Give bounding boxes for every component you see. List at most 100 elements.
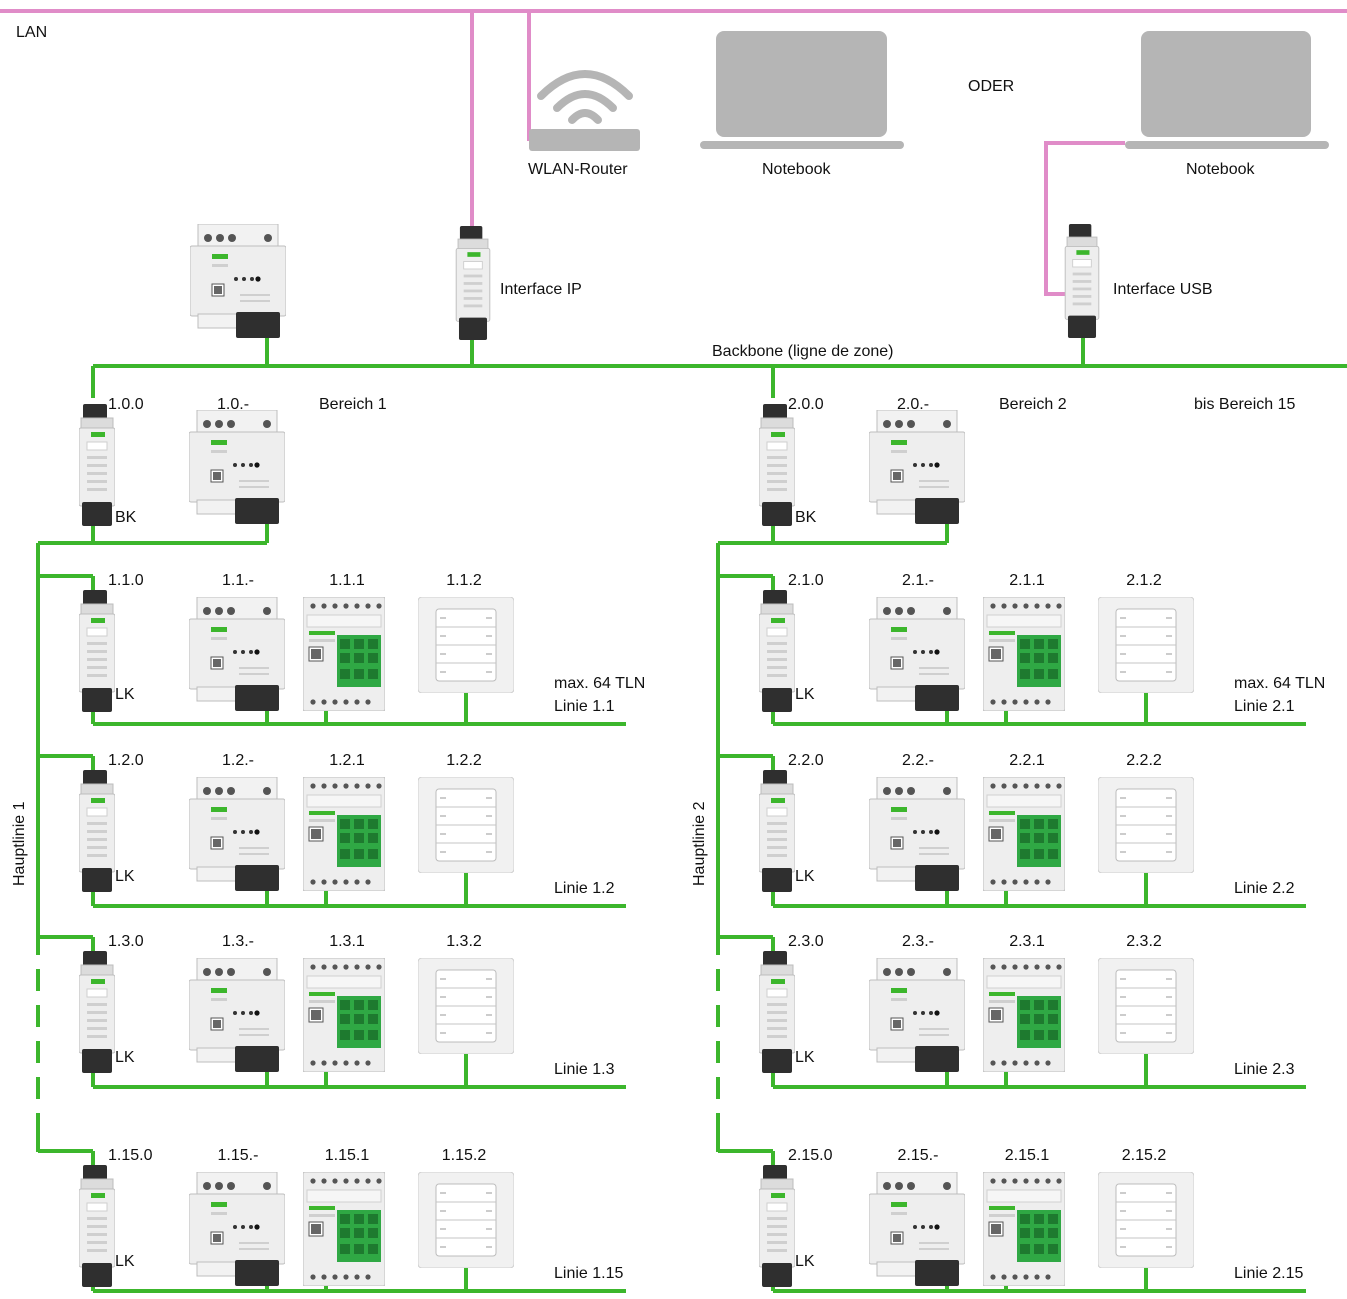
line-coupler-address: 2.15.0 [788,1147,833,1164]
bereich-label: Bereich 1 [319,396,387,413]
push-button-address: 1.1.2 [446,572,482,589]
actuator-address: 2.3.1 [1009,933,1045,950]
line-coupler-tag: LK [115,1049,135,1066]
line-coupler-tag: LK [115,1253,135,1270]
hauptlinie-label: Hauptlinie 1 [11,801,28,886]
line-coupler-tag: LK [115,686,135,703]
line-coupler-tag: LK [795,686,815,703]
max-participants-label: max. 64 TLN [1234,675,1325,692]
bus-wiring [36,338,1347,1293]
area-coupler-tag: BK [115,509,137,526]
power-supply-address: 1.0.- [217,396,249,413]
area-coupler-tag: BK [795,509,817,526]
power-supply [189,597,285,711]
router-label: WLAN-Router [528,161,628,178]
actuator-address: 1.2.1 [329,752,365,769]
push-button-address: 2.15.2 [1122,1147,1167,1164]
actuator-address: 1.15.1 [325,1147,370,1164]
notebook2-label: Notebook [1186,161,1255,178]
notebook-icon [700,31,904,149]
actuator-address: 2.2.1 [1009,752,1045,769]
power-supply-backbone [190,224,286,338]
power-supply [869,1172,965,1286]
area-coupler-address: 2.0.0 [788,396,824,413]
push-button-address: 2.1.2 [1126,572,1162,589]
line-coupler-tag: LK [795,868,815,885]
line-coupler [79,951,115,1073]
notebook-icon [1125,31,1329,149]
push-button [418,1172,514,1268]
bis-bereich-label: bis Bereich 15 [1194,396,1295,413]
bereich-label: Bereich 2 [999,396,1067,413]
switch-actuator [983,777,1065,891]
power-supply [189,1172,285,1286]
line-coupler-tag: LK [115,868,135,885]
wlan-router [529,70,640,151]
push-button [1098,1172,1194,1268]
interface-usb-device [1064,224,1100,338]
push-button-address: 1.15.2 [442,1147,487,1164]
switch-actuator [303,1172,385,1286]
area-coupler-address: 1.0.0 [108,396,144,413]
linie-label: Linie 2.15 [1234,1265,1303,1282]
actuator-address: 2.15.1 [1005,1147,1050,1164]
line-coupler-address: 1.1.0 [108,572,144,589]
linie-label: Linie 2.1 [1234,698,1295,715]
interface-ip-label: Interface IP [500,281,582,298]
line-coupler [759,770,795,892]
push-button-address: 1.3.2 [446,933,482,950]
line-coupler [79,770,115,892]
hauptlinie-label: Hauptlinie 2 [691,801,708,886]
switch-actuator [983,1172,1065,1286]
switch-actuator [983,597,1065,711]
line-coupler [759,590,795,712]
push-button-address: 1.2.2 [446,752,482,769]
area-coupler [79,404,115,526]
power-supply [869,410,965,524]
line-coupler-address: 1.15.0 [108,1147,153,1164]
power-supply-address: 1.15.- [218,1147,259,1164]
linie-label: Linie 1.1 [554,698,615,715]
area-coupler [759,404,795,526]
actuator-address: 1.1.1 [329,572,365,589]
power-supply [189,958,285,1072]
wifi-icon [537,70,633,124]
line-coupler [759,951,795,1073]
linie-label: Linie 1.15 [554,1265,623,1282]
linie-label: Linie 1.3 [554,1061,615,1078]
backbone-label: Backbone (ligne de zone) [712,343,893,360]
push-button-address: 2.3.2 [1126,933,1162,950]
oder-label: ODER [968,78,1014,95]
line-coupler-tag: LK [795,1253,815,1270]
interface-ip-device [455,226,491,340]
switch-actuator [303,777,385,891]
power-supply-address: 2.0.- [897,396,929,413]
power-supply [189,777,285,891]
line-coupler-tag: LK [795,1049,815,1066]
line-coupler [759,1165,795,1287]
max-participants-label: max. 64 TLN [554,675,645,692]
switch-actuator [303,958,385,1072]
linie-label: Linie 1.2 [554,880,615,897]
push-button [1098,777,1194,873]
push-button [1098,597,1194,693]
power-supply-address: 1.3.- [222,933,254,950]
line-coupler-address: 2.3.0 [788,933,824,950]
power-supply-address: 2.1.- [902,572,934,589]
actuator-address: 1.3.1 [329,933,365,950]
power-supply-address: 2.3.- [902,933,934,950]
line-coupler-address: 1.2.0 [108,752,144,769]
linie-label: Linie 2.3 [1234,1061,1295,1078]
power-supply-address: 1.2.- [222,752,254,769]
push-button [418,958,514,1054]
power-supply [189,410,285,524]
push-button [418,777,514,873]
interface-usb-label: Interface USB [1113,281,1213,298]
line-coupler [79,590,115,712]
line-coupler [79,1165,115,1287]
area-labels: 1.0.0BK 1.0.- Bereich 1 Hauptlinie 1 1.1.0LK… [11,396,1325,1282]
lan-label: LAN [16,24,47,41]
power-supply-address: 1.1.- [222,572,254,589]
notebook-label: Notebook [762,161,831,178]
